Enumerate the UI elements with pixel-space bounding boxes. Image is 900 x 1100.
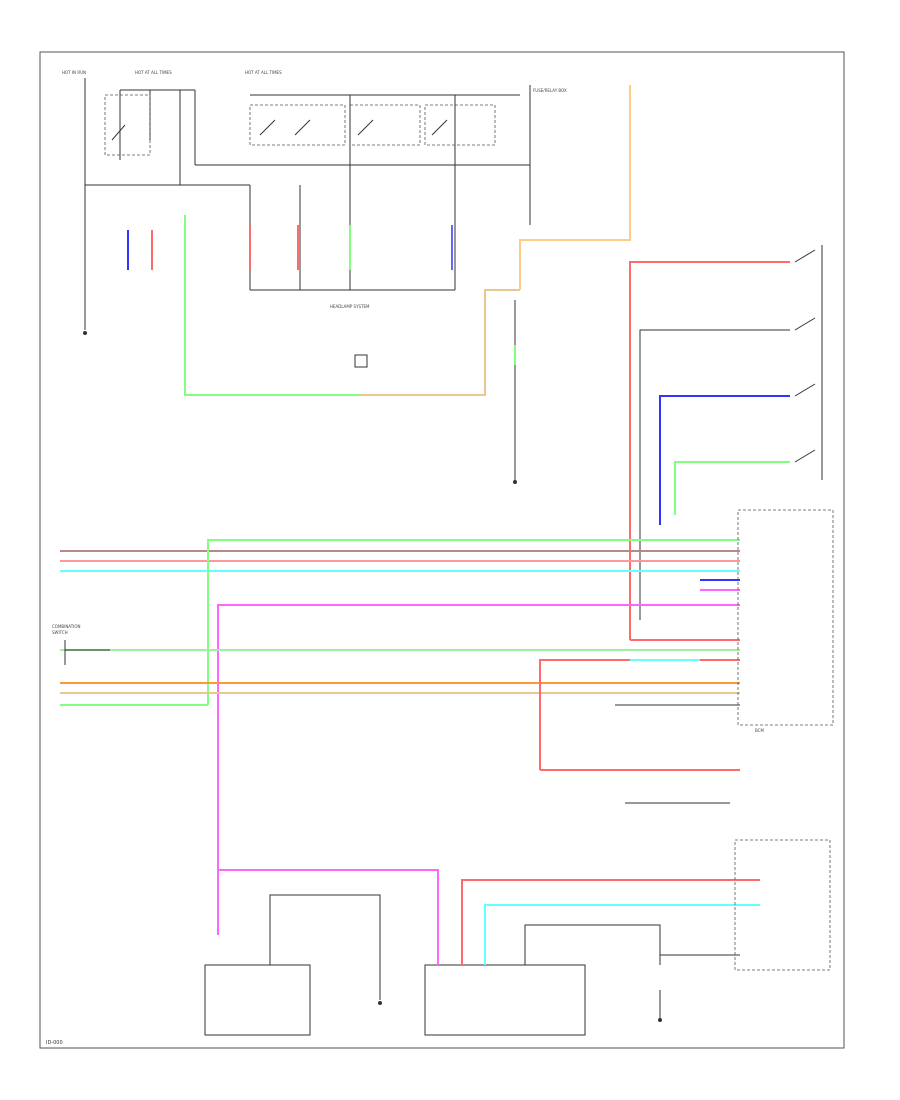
svg-text:HOT IN RUN: HOT IN RUN xyxy=(62,70,86,75)
right-door-lock-module xyxy=(424,964,586,1036)
bottom-modules xyxy=(204,839,831,1036)
footer-code: ID-000 xyxy=(46,1040,63,1046)
svg-text:HOT AT ALL TIMES: HOT AT ALL TIMES xyxy=(245,70,282,75)
diagram-frame xyxy=(39,51,845,1049)
main-harness: BCM COMBINATION SWITCH xyxy=(52,509,834,935)
svg-text:HEADLAMP SYSTEM: HEADLAMP SYSTEM xyxy=(330,304,370,309)
svg-text:BCM: BCM xyxy=(755,728,764,733)
svg-text:FUSE/RELAY BOX: FUSE/RELAY BOX xyxy=(533,88,567,93)
left-door-lock-module xyxy=(204,964,311,1036)
svg-text:SWITCH: SWITCH xyxy=(52,630,68,635)
svg-text:COMBINATION: COMBINATION xyxy=(52,624,81,629)
top-wire-stubs xyxy=(127,215,453,270)
ground-loop xyxy=(83,85,631,484)
right-switches xyxy=(629,245,823,640)
svg-text:HOT AT ALL TIMES: HOT AT ALL TIMES xyxy=(135,70,172,75)
